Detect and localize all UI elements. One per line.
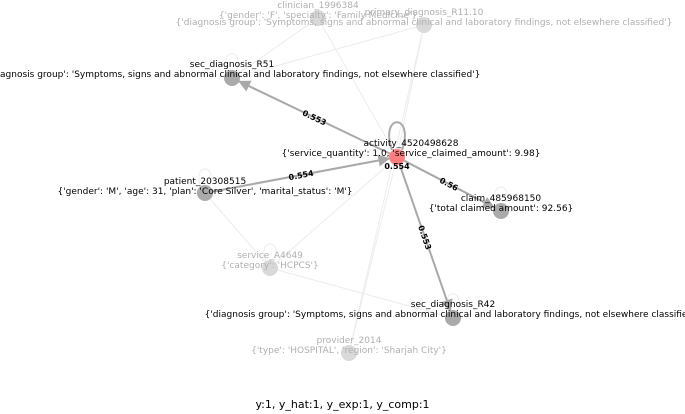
edge-activity-4520498628-to-sec-diagnosis-r51 <box>238 80 391 155</box>
faded-self-loop <box>263 243 277 263</box>
faded-edge <box>231 17 319 79</box>
self-loop-edge <box>388 121 406 151</box>
node-primary-diagnosis-r11-10[interactable] <box>416 17 432 33</box>
faded-edge <box>269 267 454 319</box>
edge-weight-label: 0.554 <box>384 162 410 171</box>
faded-self-loop <box>225 53 239 73</box>
faded-edge <box>348 24 425 354</box>
faded-edge <box>396 24 425 158</box>
node-attrs-label: {'total claimed amount': 92.56} <box>429 204 574 214</box>
edge-weight-label: 0.553 <box>301 108 328 127</box>
faded-edge <box>204 192 271 269</box>
nodes <box>197 10 509 361</box>
node-id-label: service_A4649 <box>237 251 303 261</box>
node-provider-2014[interactable] <box>341 345 357 361</box>
caption: y:1, y_hat:1, y_exp:1, y_comp:1 <box>255 398 430 411</box>
faded-edge <box>317 17 398 158</box>
node-id-label: sec_diagnosis_R51 <box>190 60 274 70</box>
faded-self-loop <box>494 186 508 206</box>
edge-weight-label: 0.554 <box>288 169 315 183</box>
node-id-label: primary_diagnosis_R11.10 <box>365 8 484 18</box>
node-sec-diagnosis-r42[interactable] <box>445 310 461 326</box>
node-attrs-label: {'category': 'HCPCS'} <box>221 261 319 271</box>
node-id-label: sec_diagnosis_R42 <box>411 300 495 310</box>
node-claim-485968150[interactable] <box>493 203 509 219</box>
node-attrs-label: {'service_quantity': 1.0, 'service_claim… <box>282 149 541 159</box>
edge-patient-20308515-to-activity-4520498628 <box>212 154 391 193</box>
node-attrs-label: {'gender': 'M', 'age': 31, 'plan': 'Core… <box>57 187 352 197</box>
node-id-label: activity_4520498628 <box>364 139 459 149</box>
faded-self-loop <box>198 168 212 188</box>
edge-weight-label: 0.56 <box>438 176 460 193</box>
node-id-label: patient_20308515 <box>164 177 246 187</box>
node-labels: activity_4520498628{'service_quantity': … <box>0 1 685 356</box>
faded-edge <box>348 156 398 354</box>
node-sec-diagnosis-r51[interactable] <box>224 70 240 86</box>
node-id-label: claim_485968150 <box>461 194 542 204</box>
node-id-label: provider_2014 <box>317 336 382 346</box>
node-attrs-label: {'gender': 'F', 'specialty': 'Family Med… <box>219 11 417 21</box>
faded-edges <box>198 17 508 354</box>
edge-weight-label: 0.553 <box>416 224 433 251</box>
node-attrs-label: {'type': 'HOSPITAL', 'region': 'Sharjah … <box>251 346 447 356</box>
faded-edge <box>231 24 425 79</box>
edges <box>212 80 495 312</box>
edge-activity-4520498628-to-sec-diagnosis-r42 <box>398 164 453 312</box>
node-attrs-label: {'diagnosis group': 'Symptoms, signs and… <box>176 18 673 28</box>
node-activity-4520498628[interactable] <box>389 149 405 165</box>
faded-edge <box>269 156 398 269</box>
node-attrs-label: {'diagnosis group': 'Symptoms, signs and… <box>205 310 685 320</box>
node-service-a4649[interactable] <box>262 260 278 276</box>
node-attrs-label: {'diagnosis group': 'Symptoms, signs and… <box>0 70 480 80</box>
node-patient-20308515[interactable] <box>197 185 213 201</box>
edge-activity-4520498628-to-claim-485968150 <box>403 159 495 209</box>
node-id-label: clinician_1996384 <box>277 1 359 11</box>
node-clinician-1996384[interactable] <box>310 10 326 26</box>
